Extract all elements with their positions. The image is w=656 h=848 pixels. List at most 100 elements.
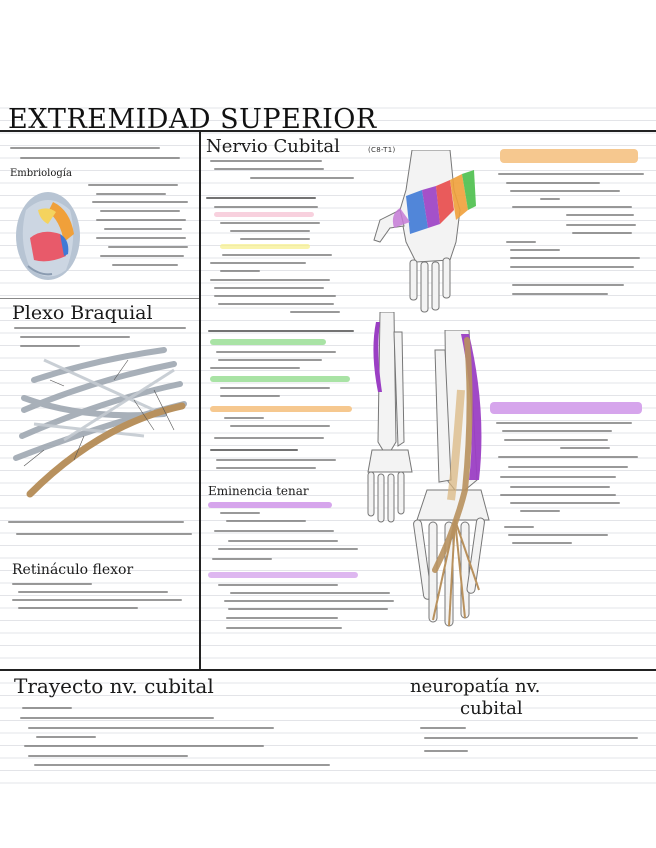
highlight: [490, 402, 642, 414]
note-line: [210, 449, 298, 451]
page-title: EXTREMIDAD SUPERIOR: [8, 104, 377, 135]
note-line: [424, 737, 638, 739]
note-line: [512, 542, 572, 544]
note-line: [500, 494, 616, 496]
note-line: [572, 232, 632, 234]
note-line: [226, 617, 338, 619]
left-section-divider: [0, 298, 199, 299]
note-line: [510, 502, 620, 504]
note-line: [210, 160, 322, 162]
note-line: [510, 190, 620, 192]
note-line: [34, 764, 330, 766]
note-line: [506, 241, 536, 243]
eminencia-tenar-heading: Eminencia tenar: [208, 484, 309, 498]
note-line: [216, 467, 316, 469]
note-line: [210, 367, 300, 369]
note-line: [210, 262, 306, 264]
note-line: [12, 583, 92, 585]
note-line: [290, 311, 340, 313]
note-line: [560, 447, 610, 449]
note-line: [36, 736, 96, 738]
note-line: [104, 228, 182, 230]
note-line: [92, 201, 188, 203]
note-line: [220, 512, 260, 514]
highlight: [500, 149, 638, 163]
brachial-plexus-icon: [13, 347, 187, 498]
note-line: [230, 425, 330, 427]
note-line: [208, 330, 354, 332]
note-line: [14, 327, 186, 329]
note-line: [112, 264, 178, 266]
note-line: [224, 600, 394, 602]
embriologia-heading: Embriología: [10, 168, 72, 179]
note-line: [214, 168, 324, 170]
note-line: [420, 727, 466, 729]
note-line: [224, 417, 264, 419]
note-line: [216, 459, 336, 461]
note-line: [508, 534, 608, 536]
note-line: [512, 206, 632, 208]
note-line: [218, 359, 322, 361]
note-line: [96, 237, 186, 239]
note-line: [12, 599, 182, 601]
highlight: [220, 244, 310, 249]
note-line: [498, 173, 644, 175]
nervio-cubital-subheading: (C8-T1): [368, 146, 396, 154]
highlight: [210, 376, 350, 382]
note-line: [228, 540, 338, 542]
note-line: [540, 198, 560, 200]
note-line: [18, 607, 138, 609]
note-line: [28, 727, 274, 729]
note-line: [230, 230, 310, 232]
note-line: [218, 548, 358, 550]
note-line: [504, 439, 608, 441]
note-line: [500, 476, 616, 478]
ulnar-nerve-forearm-icon: [413, 330, 490, 627]
note-line: [512, 284, 624, 286]
note-line: [520, 510, 560, 512]
note-line: [20, 717, 214, 719]
neuropatia-heading-line2: cubital: [460, 698, 523, 719]
forearm-bones-icon: [367, 312, 413, 523]
plexo-heading: Plexo Braquial: [12, 302, 153, 324]
note-line: [566, 214, 634, 216]
retinaculo-heading: Retináculo flexor: [12, 562, 134, 578]
highlight: [210, 406, 352, 412]
highlight: [208, 572, 358, 578]
note-line: [510, 266, 634, 268]
highlight: [208, 502, 332, 508]
note-line: [28, 755, 188, 757]
embryo-icon: [16, 192, 80, 280]
trayecto-heading: Trayecto nv. cubital: [14, 674, 214, 698]
note-line: [210, 279, 330, 281]
note-line: [20, 336, 130, 338]
note-line: [506, 182, 600, 184]
note-line: [96, 219, 186, 221]
neuropatia-heading-line1: neuropatía nv.: [410, 676, 541, 697]
note-line: [214, 437, 324, 439]
note-line: [8, 521, 184, 523]
note-line: [218, 303, 334, 305]
note-line: [220, 222, 320, 224]
highlight: [214, 212, 314, 217]
note-line: [24, 745, 264, 747]
note-line: [108, 246, 188, 248]
note-line: [206, 197, 316, 199]
note-line: [226, 520, 306, 522]
note-line: [504, 526, 534, 528]
note-line: [10, 147, 160, 149]
note-line: [512, 293, 608, 295]
note-line: [100, 255, 184, 257]
column-divider: [199, 132, 201, 670]
note-line: [508, 466, 628, 468]
note-line: [20, 345, 80, 347]
note-line: [220, 387, 330, 389]
note-line: [18, 591, 168, 593]
note-line: [96, 193, 166, 195]
note-line: [220, 270, 260, 272]
note-line: [250, 177, 354, 179]
note-line: [498, 456, 638, 458]
bottom-section-divider: [0, 669, 656, 671]
note-line: [424, 750, 468, 752]
